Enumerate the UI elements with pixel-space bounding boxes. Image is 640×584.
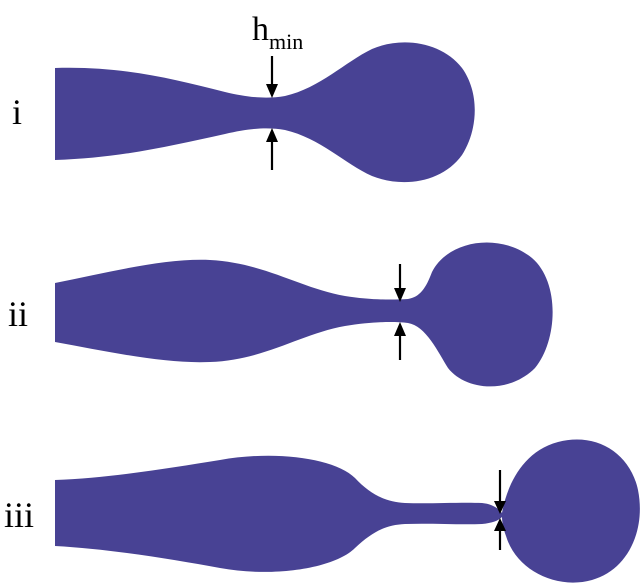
- jet-shape-i: [55, 42, 475, 183]
- panel-label-i: i: [12, 92, 22, 132]
- jet-shape-ii: [55, 242, 553, 387]
- hmin-arrow-bottom-i: [266, 128, 278, 170]
- hmin-arrow-top-iii: [494, 470, 506, 514]
- hmin-label: hmin: [252, 11, 303, 54]
- panel-ii: ii: [8, 242, 553, 387]
- hmin-arrow-bottom-iii: [494, 518, 506, 550]
- jet-shape-iii: [55, 439, 640, 583]
- hmin-label-base: h: [252, 11, 269, 48]
- panel-label-iii: iii: [4, 495, 34, 535]
- hmin-label-subscript: min: [269, 29, 303, 54]
- hmin-arrow-top-i: [266, 56, 278, 98]
- panel-label-ii: ii: [8, 294, 28, 334]
- panel-i: i hmin: [12, 11, 475, 183]
- hmin-arrow-top-ii: [394, 264, 406, 302]
- hmin-arrow-bottom-ii: [394, 322, 406, 360]
- panel-iii: iii: [4, 439, 640, 583]
